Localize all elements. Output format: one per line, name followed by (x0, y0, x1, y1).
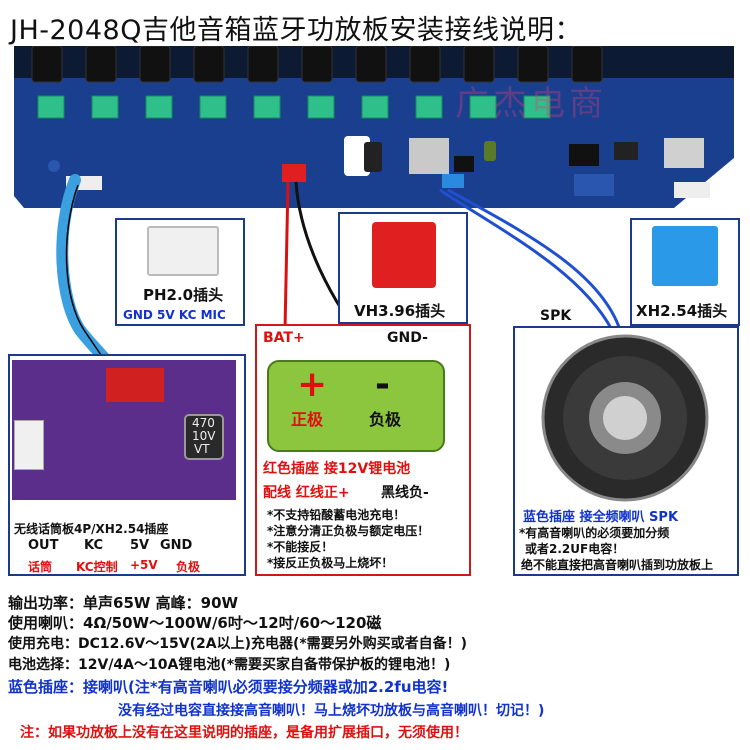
footer-note: 注：如果功放板上没有在这里说明的插座，是备用扩展插口，无须使用！ (20, 725, 468, 741)
speaker-title: 蓝色插座 接全频喇叭 SPK (523, 510, 679, 525)
knob-icons (31, 46, 603, 119)
watermark: 广杰电商 (455, 84, 607, 124)
battery-negative-label: 负极 (369, 410, 402, 429)
vh396-connector-name: VH3.96插头 (354, 302, 446, 320)
vh396-connector-panel: VH3.96插头 (338, 212, 468, 324)
page-title: JH-2048Q吉他音箱蓝牙功放板安装接线说明： (10, 15, 582, 46)
battery-note: *不支持铅酸蓄电池充电！ (267, 508, 406, 522)
battery-note: *接反正负极马上烧坏！ (267, 556, 394, 570)
mic-board-title: 无线话筒板4P/XH2.54插座 (14, 522, 169, 536)
battery-positive-terminal-label: BAT+ (263, 330, 305, 346)
battery-panel: BAT+ GND- + - 正极 负极 红色插座 接12V锂电池 配线 红线正+… (255, 324, 471, 576)
capacitor-icon (184, 414, 224, 460)
battery-plus-symbol: + (297, 364, 328, 405)
mic-board-pin: 5V (130, 538, 150, 553)
vh396-connector-icon (372, 222, 436, 288)
battery-icon (267, 360, 445, 452)
mic-board-pin: KC (84, 538, 104, 553)
mic-board-pin: OUT (28, 538, 59, 553)
battery-negative-terminal-label: GND- (387, 330, 428, 346)
mic-board-panel: 470 10V VT 无线话筒板4P/XH2.54插座 OUT KC 5V GN… (8, 354, 246, 576)
battery-minus-symbol: - (375, 364, 390, 405)
speaker-icon (541, 334, 709, 502)
xh254-connector-icon (652, 226, 718, 286)
capacitor-text: 470 (192, 416, 215, 430)
speaker-panel: 蓝色插座 接全频喇叭 SPK *有高音喇叭的必须要加分频 或者2.2UF电容！ … (513, 326, 739, 576)
ph20-connector-icon (147, 226, 219, 276)
speaker-note: 或者2.2UF电容！ (525, 542, 625, 556)
spec-line: 使用充电：DC12.6V～15V(2A以上)充电器(*需要另外购买或者自备！) (8, 636, 468, 652)
speaker-note: *有高音喇叭的必须要加分频 (519, 526, 670, 540)
blue-socket-label: 蓝色插座： (8, 678, 84, 696)
battery-positive-label: 正极 (291, 410, 324, 429)
blue-socket-line: 蓝色插座：接喇叭(注*有高音喇叭必须要接分频器或加2.2fu电容! (8, 676, 448, 697)
battery-title: 红色插座 接12V锂电池 (263, 461, 411, 477)
mic-board-pin-cn: KC控制 (76, 560, 118, 574)
ph20-connector-pins: GND 5V KC MIC (123, 308, 226, 322)
blue-socket-text-2: 没有经过电容直接接高音喇叭！马上烧坏功放板与高音喇叭！切记！) (118, 703, 545, 719)
mic-board-pin-cn: 话筒 (28, 560, 53, 574)
xh254-connector-panel: XH2.54插头 (630, 218, 740, 326)
white-socket-icon (14, 420, 44, 470)
amplifier-board (14, 46, 734, 208)
battery-note: *注意分清正负极与额定电压！ (267, 524, 430, 538)
capacitor-text: 10V (192, 429, 216, 443)
spec-line: 电池选择：12V/4A～10A锂电池(*需要买家自备带保护板的锂电池！) (8, 657, 451, 673)
ph20-connector-panel: PH2.0插头 GND 5V KC MIC (115, 218, 245, 326)
spec-line: 输出功率：单声65W 高峰：90W (8, 594, 239, 612)
speaker-note: 绝不能直接把高音喇叭插到功放板上 (521, 558, 714, 572)
mic-board-pin: GND (160, 538, 193, 553)
capacitor-text: VT (194, 442, 210, 456)
battery-note: *不能接反！ (267, 540, 334, 554)
xh254-connector-name: XH2.54插头 (636, 302, 728, 320)
speaker-label: SPK (540, 308, 572, 324)
battery-black-wire: 黑线负- (381, 485, 429, 501)
spec-line: 使用喇叭：4Ω/50W～100W/6吋～12吋/60～120磁 (8, 614, 382, 632)
ph20-connector-name: PH2.0插头 (143, 286, 224, 304)
xh254-socket-icon (106, 368, 164, 402)
mic-board-pin-cn: 负极 (176, 560, 201, 574)
mic-board-pin-cn: +5V (130, 558, 158, 572)
battery-red-wire: 配线 红线正+ (263, 485, 350, 501)
blue-socket-text: 接喇叭(注*有高音喇叭必须要接分频器或加2.2fu电容! (83, 678, 449, 696)
